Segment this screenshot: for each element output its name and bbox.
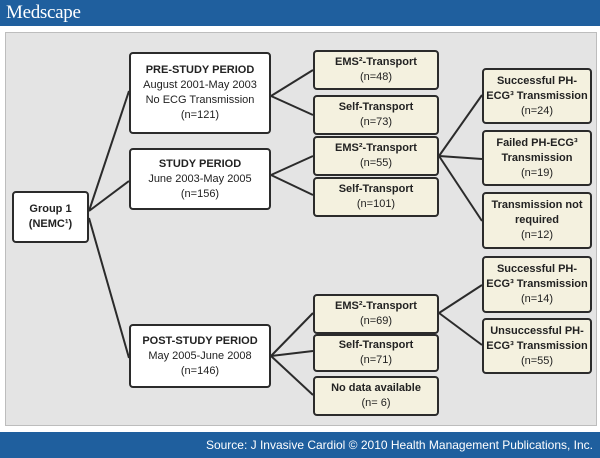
connector-post-unsuccess <box>438 312 483 346</box>
connector-post-self <box>270 350 314 357</box>
pre-ems-transport-box: EMS²-Transport (n=48) <box>313 50 439 90</box>
post-no-data-box: No data available (n= 6) <box>313 376 439 416</box>
connector-study-ems <box>270 155 314 176</box>
post-successful-transmission-box: Successful PH- ECG³ Transmission (n=14) <box>482 256 592 313</box>
study-transmission-not-required-box: Transmission not required (n=12) <box>482 192 592 249</box>
connector-post-nodata <box>270 355 314 396</box>
source-credit: Source: J Invasive Cardiol © 2010 Health… <box>205 438 593 452</box>
post-ems-transport-box: EMS²-Transport (n=69) <box>313 294 439 334</box>
connector-group-study <box>88 180 130 212</box>
connector-group-pre <box>88 90 130 212</box>
footer-bar: Source: J Invasive Cardiol © 2010 Health… <box>0 432 600 458</box>
study-successful-transmission-box: Successful PH- ECG³ Transmission (n=24) <box>482 68 592 124</box>
header-bar: Medscape <box>0 0 600 26</box>
study-failed-transmission-box: Failed PH-ECG³ Transmission (n=19) <box>482 130 592 186</box>
pre-self-transport-box: Self-Transport (n=73) <box>313 95 439 135</box>
pre-study-period-box: PRE-STUDY PERIOD August 2001-May 2003 No… <box>129 52 271 134</box>
connector-study-success <box>438 94 483 157</box>
connector-pre-self <box>270 95 314 116</box>
diagram-panel: Group 1 (NEMC¹) PRE-STUDY PERIOD August … <box>5 32 597 426</box>
connector-study-failed <box>438 155 483 160</box>
post-self-transport-box: Self-Transport (n=71) <box>313 334 439 372</box>
medscape-logo: Medscape <box>6 2 81 23</box>
connector-group-post <box>88 217 130 359</box>
post-unsuccessful-transmission-box: Unsuccessful PH- ECG³ Transmission (n=55… <box>482 318 592 374</box>
connector-post-success <box>438 284 483 314</box>
group-box: Group 1 (NEMC¹) <box>12 191 89 243</box>
connector-post-ems <box>270 312 314 357</box>
study-self-transport-box: Self-Transport (n=101) <box>313 177 439 217</box>
connector-study-self <box>270 174 314 196</box>
post-study-period-box: POST-STUDY PERIOD May 2005-June 2008 (n=… <box>129 324 271 388</box>
connector-lines <box>88 69 483 396</box>
connector-pre-ems <box>270 69 314 97</box>
study-period-box: STUDY PERIOD June 2003-May 2005 (n=156) <box>129 148 271 210</box>
connector-study-notreq <box>438 155 483 222</box>
study-ems-transport-box: EMS²-Transport (n=55) <box>313 136 439 176</box>
